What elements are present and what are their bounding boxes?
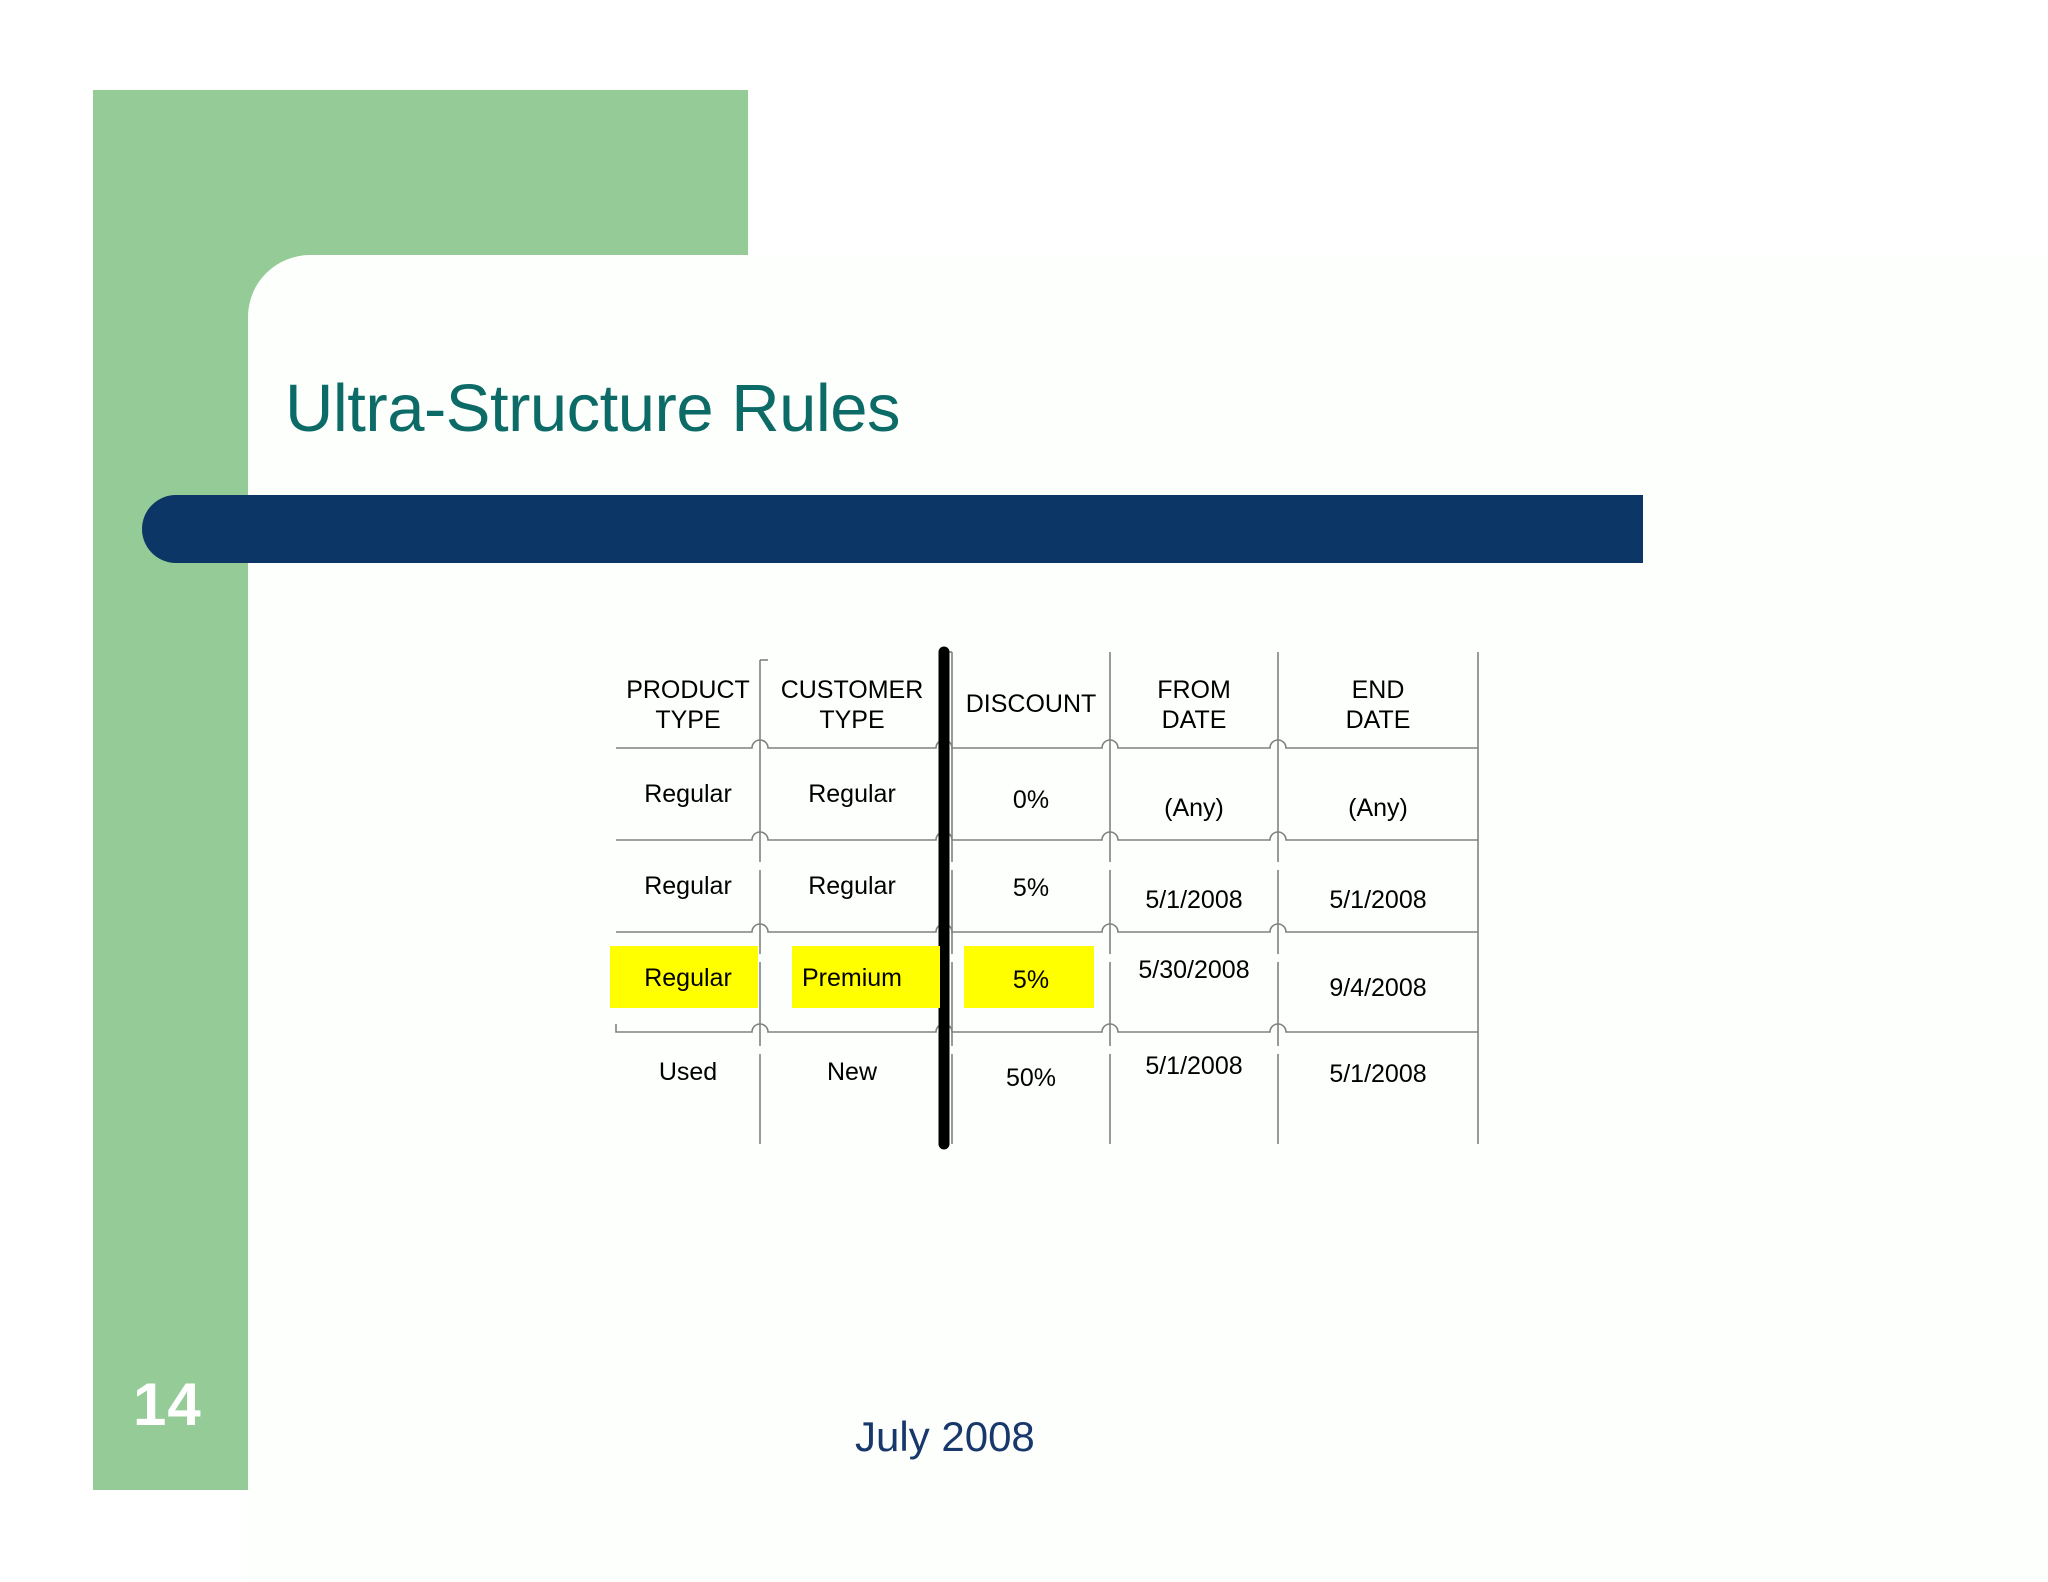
- highlight-product-type: [610, 946, 758, 1008]
- column-header-from-date: FROM DATE: [1110, 670, 1278, 740]
- table-grid: [615, 646, 1479, 1150]
- cell-customer-type: Premium: [801, 963, 902, 992]
- highlight-customer-type: [792, 946, 940, 1008]
- table-row: Regular: [616, 960, 760, 996]
- cell-from-date: 5/30/2008: [1138, 955, 1250, 984]
- table-row: 50%: [952, 1060, 1110, 1096]
- cell-product-type: Regular: [644, 871, 732, 900]
- cell-product-type: Regular: [644, 963, 732, 992]
- header-line-1: DISCOUNT: [965, 689, 1097, 718]
- cell-from-date: 5/1/2008: [1145, 885, 1243, 914]
- cell-end-date: 5/1/2008: [1329, 885, 1427, 914]
- page-title: Ultra-Structure Rules: [285, 371, 901, 446]
- table-row: (Any): [1278, 790, 1478, 826]
- header-line-2: TYPE: [655, 706, 721, 734]
- column-header-product-type: PRODUCT TYPE: [616, 670, 760, 740]
- table-row: 5/1/2008: [1110, 1048, 1278, 1084]
- header-line-2: DATE: [1345, 706, 1411, 734]
- cell-discount: 5%: [1012, 873, 1050, 902]
- table-row: 5/1/2008: [1278, 1056, 1478, 1092]
- ultra-structure-rules-table: PRODUCT TYPE CUSTOMER TYPE DISCOUNT FROM…: [610, 646, 1480, 1150]
- table-row: Regular: [760, 776, 944, 812]
- table-row: Regular: [616, 868, 760, 904]
- table-row: 5/1/2008: [1278, 882, 1478, 918]
- table-row: 5/1/2008: [1110, 882, 1278, 918]
- white-content-panel: [248, 255, 2048, 1582]
- table-row: 9/4/2008: [1278, 970, 1478, 1006]
- cell-discount: 5%: [1012, 965, 1050, 994]
- table-row: 5/30/2008: [1110, 952, 1278, 988]
- table-row: Used: [616, 1054, 760, 1090]
- header-line-1: END: [1351, 675, 1405, 704]
- cell-end-date: 5/1/2008: [1329, 1059, 1427, 1088]
- cell-customer-type: Regular: [808, 779, 896, 808]
- header-line-2: DATE: [1161, 706, 1227, 734]
- cell-product-type: Regular: [644, 779, 732, 808]
- cell-discount: 50%: [1005, 1063, 1057, 1092]
- column-header-customer-type: CUSTOMER TYPE: [760, 670, 944, 740]
- header-line-1: FROM: [1157, 675, 1231, 704]
- highlight-discount: [964, 946, 1094, 1008]
- header-line-2: TYPE: [819, 706, 885, 734]
- cell-customer-type: New: [826, 1057, 877, 1086]
- table-row: 0%: [952, 782, 1110, 818]
- header-line-1: CUSTOMER: [780, 675, 924, 704]
- column-header-discount: DISCOUNT: [952, 686, 1110, 722]
- footer-date: July 2008: [855, 1413, 1035, 1460]
- cell-discount: 0%: [1012, 785, 1050, 814]
- cell-end-date: (Any): [1348, 793, 1408, 822]
- cell-product-type: Used: [658, 1057, 718, 1086]
- column-header-end-date: END DATE: [1278, 670, 1478, 740]
- cell-from-date: (Any): [1164, 793, 1224, 822]
- table-row: 5%: [952, 962, 1110, 998]
- cell-end-date: 9/4/2008: [1329, 973, 1427, 1002]
- navy-title-bar: [142, 495, 1643, 563]
- table-row: Premium: [760, 960, 944, 996]
- slide-number: 14: [133, 1371, 202, 1438]
- header-line-1: PRODUCT: [626, 675, 750, 704]
- table-row: Regular: [760, 868, 944, 904]
- table-row: Regular: [616, 776, 760, 812]
- cell-customer-type: Regular: [808, 871, 896, 900]
- table-row: (Any): [1110, 790, 1278, 826]
- table-row: 5%: [952, 870, 1110, 906]
- table-row: New: [760, 1054, 944, 1090]
- cell-from-date: 5/1/2008: [1145, 1051, 1243, 1080]
